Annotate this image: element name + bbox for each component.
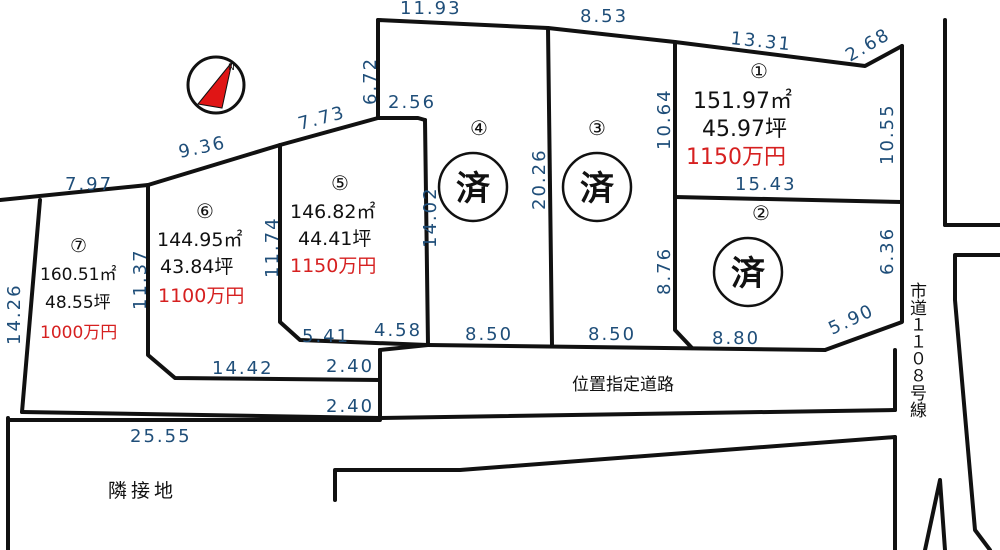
lot-2-number: ② [752, 201, 770, 225]
lot-5-price: 1150万円 [290, 255, 376, 277]
lot-5-tsubo: 44.41坪 [298, 228, 371, 250]
north-arrow-icon [197, 61, 233, 109]
city-road-label-line1: 市道 [906, 282, 927, 316]
dim-7-97: 7.97 [65, 174, 113, 195]
dim-14-42: 14.42 [212, 358, 274, 379]
dim-2-56: 2.56 [388, 92, 436, 113]
lot-4-number: ④ [470, 116, 488, 140]
lot-7-left-line [20, 198, 42, 414]
lot-4[interactable]: ④ 済 [437, 116, 509, 223]
dim-9-36: 9.36 [177, 132, 228, 163]
lot-7-price: 1000万円 [40, 323, 117, 343]
west-top-boundary-line [0, 116, 380, 202]
lot-5-left-line [278, 143, 430, 347]
dim-8-76: 8.76 [654, 247, 675, 295]
lot-3[interactable]: ③ 済 [561, 116, 633, 223]
lot-1-tsubo: 45.97坪 [702, 117, 787, 142]
dim-11-74: 11.74 [262, 216, 283, 278]
dim-2-68: 2.68 [842, 24, 894, 66]
dim-11-93: 11.93 [400, 0, 462, 19]
lot-7-bottom-line [20, 410, 382, 420]
lot-6[interactable]: ⑥ 144.95㎡ 43.84坪 1100万円 [157, 199, 244, 307]
dim-10-55: 10.55 [877, 103, 898, 165]
lot-6-tsubo: 43.84坪 [160, 256, 233, 278]
dim-2-40-a: 2.40 [326, 356, 374, 377]
dim-8-80: 8.80 [712, 328, 760, 349]
dim-15-43: 15.43 [735, 174, 797, 195]
dim-5-41: 5.41 [302, 326, 350, 347]
city-road-label-line2: １１０８号線 [906, 316, 927, 418]
compass-label: N [228, 63, 235, 73]
lot-4-sold-mark: 済 [456, 169, 491, 209]
dim-14-26: 14.26 [4, 283, 25, 345]
lot-2-sold-mark: 済 [731, 254, 766, 294]
lot-7-number: ⑦ [70, 235, 87, 257]
designated-road-bottom-line [378, 408, 897, 420]
dim-8-53: 8.53 [580, 6, 628, 27]
neighbor-lower-line [333, 435, 897, 502]
dim-8-50-a: 8.50 [465, 324, 513, 345]
lot-3-sold-circle [561, 151, 633, 223]
lot-7-tsubo: 48.55坪 [45, 293, 111, 313]
dim-25-55: 25.55 [130, 426, 192, 447]
city-road-corner-line [923, 478, 947, 550]
dim-2-40-b: 2.40 [326, 396, 374, 417]
dim-6-36: 6.36 [877, 227, 898, 275]
designated-road-label: 位置指定道路 [572, 375, 674, 395]
dim-4-58: 4.58 [374, 320, 422, 341]
lot-5-area: 146.82㎡ [290, 200, 375, 223]
lot-1-2-right-line [823, 44, 904, 352]
city-road-right-lower-line [953, 253, 1000, 550]
lot-3-sold-mark: 済 [580, 169, 615, 209]
dim-20-26: 20.26 [529, 148, 550, 210]
top-boundary-line [376, 18, 904, 68]
dim-10-64: 10.64 [654, 88, 675, 150]
lot-6-area: 144.95㎡ [157, 228, 242, 251]
lot-7-area: 160.51㎡ [40, 265, 116, 285]
lot-4-left-upper-line [376, 18, 427, 122]
lot-6-left-line [146, 183, 382, 382]
lot-1-area: 151.97㎡ [693, 88, 792, 114]
lot-5-number: ⑤ [331, 171, 349, 195]
lot-4-sold-circle [437, 151, 509, 223]
lot-2-sold-circle [712, 236, 784, 308]
lot-2[interactable]: ② 済 [712, 201, 784, 308]
lot-6-price: 1100万円 [158, 285, 244, 307]
road-north-edge-line [426, 343, 827, 352]
lot-4-left-lower-line [423, 118, 430, 347]
lot-5[interactable]: ⑤ 146.82㎡ 44.41坪 1150万円 [290, 171, 376, 277]
lot-1[interactable]: ① 151.97㎡ 45.97坪 1150万円 [686, 59, 792, 170]
dim-6-72: 6.72 [360, 57, 381, 105]
lot-3-number: ③ [588, 116, 606, 140]
lot-1-2-divider-line [673, 195, 904, 204]
lot-3-right-line [673, 40, 694, 350]
dim-14-02: 14.02 [420, 186, 441, 248]
neighbor-land-label: 隣接地 [108, 480, 177, 502]
lot-1-price: 1150万円 [686, 145, 786, 170]
lot-6-number: ⑥ [196, 199, 214, 223]
dim-11-37: 11.37 [130, 248, 151, 310]
lot-3-left-line [546, 26, 554, 347]
city-road-label: 市道 １１０８号線 [906, 282, 927, 418]
compass: N [186, 55, 246, 115]
designated-road-top-line [378, 343, 430, 352]
dim-8-50-b: 8.50 [588, 324, 636, 345]
dimension-labels: 11.93 8.53 13.31 2.68 6.72 2.56 7.73 9.3… [4, 0, 898, 447]
lot-1-number: ① [750, 59, 768, 83]
lot-7[interactable]: ⑦ 160.51㎡ 48.55坪 1000万円 [40, 235, 117, 343]
